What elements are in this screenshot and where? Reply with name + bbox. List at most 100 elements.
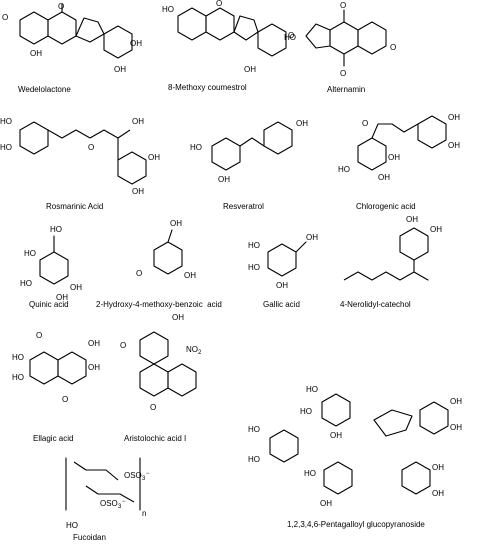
svg-text:O: O — [288, 31, 294, 40]
svg-text:OH: OH — [320, 499, 332, 508]
svg-text:OH: OH — [276, 281, 288, 290]
svg-text:HO: HO — [0, 117, 12, 126]
svg-text:O: O — [216, 0, 222, 8]
aristolochic-acid-structure: OH O NO 2 O — [120, 313, 202, 412]
svg-text:OH: OH — [218, 175, 230, 184]
svg-text:OH: OH — [430, 225, 442, 234]
svg-text:2: 2 — [198, 350, 202, 356]
svg-text:OH: OH — [450, 423, 462, 432]
caption-ellagic-acid: Ellagic acid — [33, 434, 74, 443]
svg-text:O: O — [36, 331, 42, 340]
svg-text:OH: OH — [132, 187, 144, 196]
caption-pentagalloyl-glucopyranoside: 1,2,3,4,6-Pentagalloyl glucopyranoside — [287, 520, 425, 529]
methoxy-coumestrol-structure: HO O OH O — [162, 0, 294, 74]
rosmarinic-acid-structure: HO HO O OH OH OH — [0, 117, 160, 196]
svg-text:OH: OH — [88, 363, 100, 372]
svg-text:HO: HO — [24, 249, 36, 258]
svg-text:O: O — [62, 395, 68, 404]
svg-text:OH: OH — [114, 65, 126, 74]
svg-text:OH: OH — [30, 49, 42, 58]
caption-gallic-acid: Gallic acid — [263, 300, 300, 309]
svg-text:HO: HO — [300, 407, 312, 416]
caption-fucoidan: Fucoidan — [73, 533, 106, 542]
svg-text:O: O — [88, 143, 94, 152]
gallic-acid-structure: OH HO HO OH — [248, 233, 318, 290]
svg-text:OH: OH — [432, 489, 444, 498]
caption-rosmarinic-acid: Rosmarinic Acid — [46, 202, 104, 211]
svg-text:HO: HO — [0, 143, 12, 152]
svg-text:O: O — [340, 69, 346, 78]
svg-text:O: O — [150, 403, 156, 412]
svg-text:HO: HO — [248, 455, 260, 464]
svg-text:HO: HO — [248, 241, 260, 250]
svg-text:OSO: OSO — [124, 471, 142, 480]
svg-text:OH: OH — [244, 65, 256, 74]
caption-quinic-acid: Quinic acid — [29, 300, 69, 309]
caption-8-methoxy-coumestrol: 8-Methoxy coumestrol — [168, 83, 247, 92]
svg-text:O: O — [120, 341, 126, 350]
svg-text:NO: NO — [186, 345, 198, 354]
svg-text:O: O — [58, 2, 64, 11]
caption-4-nerolidyl-catechol: 4-Nerolidyl-catechol — [340, 300, 411, 309]
svg-text:HO: HO — [284, 33, 296, 42]
fucoidan-structure: OSO 3 − OSO 3 − n HO — [65, 457, 150, 530]
svg-text:OH: OH — [130, 39, 142, 48]
svg-text:HO: HO — [248, 263, 260, 272]
caption-alternamin: Alternamin — [327, 85, 366, 94]
svg-text:OH: OH — [388, 153, 400, 162]
pentagalloyl-glucopyranoside-structure: HO HO OH OH OH HO HO HO OH OH OH — [248, 385, 462, 508]
svg-text:O: O — [390, 43, 396, 52]
svg-text:OH: OH — [450, 397, 462, 406]
svg-text:HO: HO — [306, 385, 318, 394]
svg-text:OH: OH — [56, 293, 68, 302]
caption-wedelolactone: Wedelolactone — [18, 85, 71, 94]
svg-text:HO: HO — [12, 353, 24, 362]
nerolidyl-catechol-structure: OH OH — [343, 215, 442, 281]
caption-hydroxy-methoxy-benzoic-acid: 2-Hydroxy-4-methoxy-benzoic acid — [96, 300, 222, 309]
svg-text:OH: OH — [406, 215, 418, 224]
svg-text:OH: OH — [172, 313, 184, 322]
caption-aristolochic-acid-i: Aristolochic acid I — [124, 434, 187, 443]
svg-text:HO: HO — [190, 143, 202, 152]
svg-text:HO: HO — [304, 469, 316, 478]
wedelolactone-structure: O O OH OH OH — [2, 2, 142, 74]
svg-text:OH: OH — [306, 233, 318, 242]
svg-text:3: 3 — [118, 504, 122, 510]
svg-text:OH: OH — [448, 113, 460, 122]
svg-text:OH: OH — [448, 141, 460, 150]
svg-text:HO: HO — [338, 165, 350, 174]
svg-text:OH: OH — [70, 283, 82, 292]
svg-text:HO: HO — [20, 279, 32, 288]
svg-text:OH: OH — [132, 117, 144, 126]
chlorogenic-acid-structure: O OH OH HO OH OH — [338, 113, 460, 182]
svg-text:O: O — [136, 269, 142, 278]
svg-text:n: n — [142, 509, 146, 518]
caption-resveratrol: Resveratrol — [223, 202, 264, 211]
svg-text:OH: OH — [88, 339, 100, 348]
svg-text:O: O — [340, 1, 346, 10]
svg-text:OSO: OSO — [100, 499, 118, 508]
svg-text:−: − — [122, 499, 126, 505]
svg-text:O: O — [362, 119, 368, 128]
svg-text:OH: OH — [330, 431, 342, 440]
svg-text:HO: HO — [12, 373, 24, 382]
svg-text:OH: OH — [184, 271, 196, 280]
svg-text:−: − — [146, 471, 150, 477]
svg-text:3: 3 — [142, 476, 146, 482]
svg-text:HO: HO — [162, 5, 174, 14]
svg-text:OH: OH — [170, 219, 182, 228]
svg-text:HO: HO — [66, 521, 78, 530]
hydroxy-methoxy-benzoic-structure: OH O OH — [136, 219, 196, 280]
svg-text:OH: OH — [432, 463, 444, 472]
caption-chlorogenic-acid: Chlorogenic acid — [356, 202, 416, 211]
quinic-acid-structure: HO HO HO OH OH — [20, 225, 82, 302]
svg-text:OH: OH — [378, 173, 390, 182]
svg-text:OH: OH — [296, 119, 308, 128]
svg-text:HO: HO — [50, 225, 62, 234]
ellagic-acid-structure: HO HO OH OH O O — [12, 331, 100, 404]
svg-text:HO: HO — [248, 425, 260, 434]
resveratrol-structure: HO OH OH — [190, 119, 308, 184]
svg-text:OH: OH — [148, 153, 160, 162]
svg-text:O: O — [2, 13, 8, 22]
